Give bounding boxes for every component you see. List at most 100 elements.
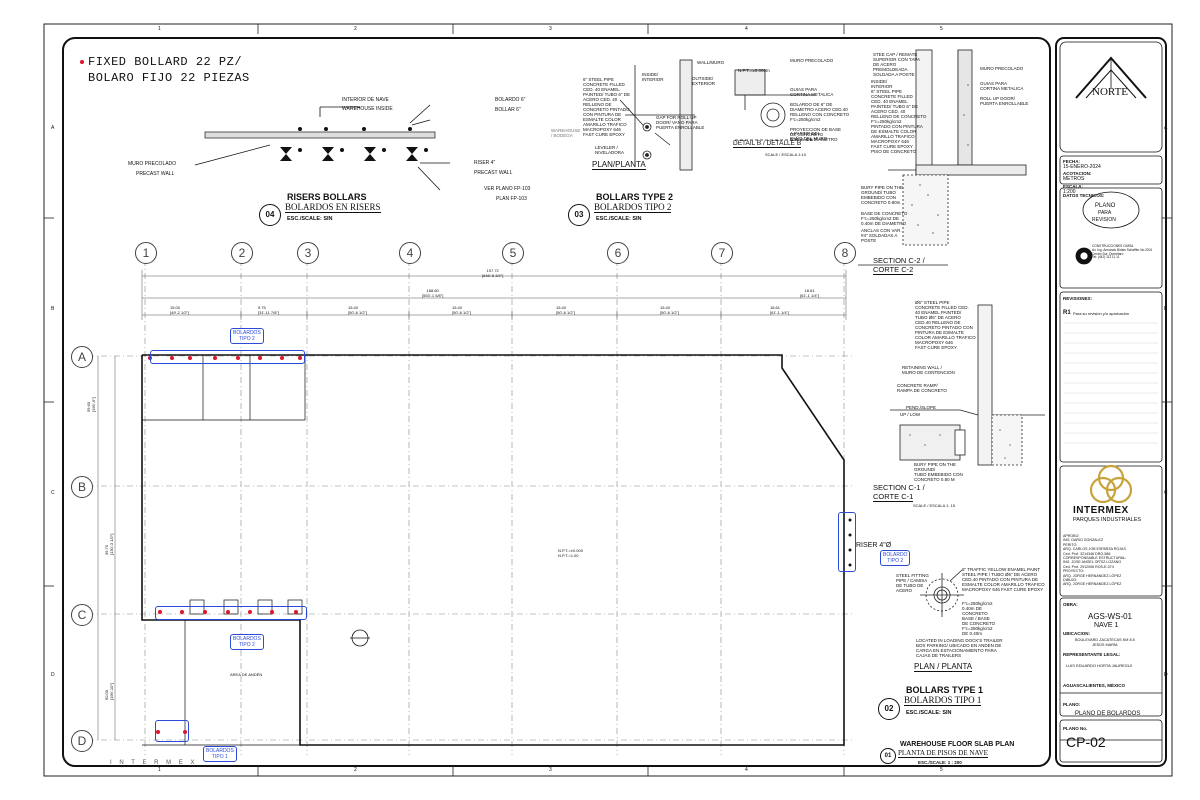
tb-ubic: BOULEVARD ZACATECAS KM 8.5 JESÚS MARÍA bbox=[1075, 638, 1135, 647]
c1-up: UP / LOW bbox=[900, 412, 921, 417]
tb-brand: INTERMEX bbox=[1073, 505, 1129, 516]
d03-inside: INSIDE/ INTERIOR bbox=[642, 72, 664, 82]
tb-obra-label: OBRA: bbox=[1063, 602, 1078, 607]
plan-col-6: 6 bbox=[607, 242, 629, 264]
c2-pipe: 6" STEEL PIPE CONCRETE FILLED CED. 40 EN… bbox=[871, 89, 927, 149]
grid-top-5: 5 bbox=[940, 26, 943, 32]
c1-title-1: SECTION C-1 / bbox=[873, 483, 925, 492]
riser-group bbox=[838, 512, 856, 572]
tb-acot-label: ACOTACION: bbox=[1063, 171, 1092, 176]
grid-side-d-right: D bbox=[1164, 672, 1168, 678]
footer-brand: I N T E R M E X bbox=[110, 760, 198, 766]
d02-fitting: STEEL FITTING PIPE / CAMISA DE TUBO DE A… bbox=[896, 573, 929, 593]
d03-detailB-top: MURO PRECOLADO bbox=[790, 58, 834, 63]
plan-office: AREA DE ANDÉN bbox=[230, 672, 263, 677]
d04-bollard-es: BOLARDO 6" bbox=[495, 97, 526, 103]
detail-03-scale: ESC./SCALE: SIN bbox=[596, 216, 642, 222]
tb-plano: PLANO DE BOLARDOS bbox=[1075, 711, 1141, 717]
c2-bury: BURY PIPE ON THE GROUND/ TUBO EMBEBIDO C… bbox=[861, 185, 904, 205]
red-dot-marker bbox=[80, 60, 84, 64]
d02-base: F'c=250kg/cm2 0.40m DE CONCRETO BASE / B… bbox=[962, 601, 996, 636]
header-note-line1: FIXED BOLLARD 22 PZ/ bbox=[88, 55, 243, 69]
plan-dim-right: 18.61 [61'-1 1/4"] bbox=[800, 288, 820, 298]
c2-title-2: CORTE C-2 bbox=[873, 265, 914, 275]
d04-ref-en: VER PLANO FP-103 bbox=[484, 186, 531, 192]
detail-03-title-en: BOLLARS TYPE 2 bbox=[596, 192, 674, 202]
tb-people: APROBO: ING. DARIO GONZALEZ PERITO: ARQ.… bbox=[1063, 534, 1127, 587]
d04-riser: RISER 4" bbox=[474, 160, 496, 166]
tb-obra2: NAVE 1 bbox=[1094, 622, 1119, 629]
tb-datos: DATOS TECNICOS: bbox=[1063, 193, 1105, 198]
tb-escala: 1:200 bbox=[1063, 189, 1076, 195]
grid-bottom-4: 4 bbox=[745, 767, 748, 773]
grid-side-c: C bbox=[51, 490, 55, 496]
plan-rowdim-2: 39.70 [130'-3 1/2"] bbox=[104, 533, 114, 555]
tb-rep-label: REPRESENTANTE LEGAL: bbox=[1063, 652, 1121, 657]
callout-bollards-type2-c: BOLARDOS TIPO 2 bbox=[230, 634, 264, 650]
plan-bay-4: 15.40 [50'-6 1/2"] bbox=[452, 305, 472, 315]
detail-04-scale: ESC./SCALE: SIN bbox=[287, 216, 333, 222]
callout-bollard-type2-riser: BOLARDO TIPO 2 bbox=[880, 550, 911, 566]
plan-level: N.P.T.=±0.000 N.P.T.=1.00 bbox=[558, 548, 583, 558]
c2-title-1: SECTION C-2 / bbox=[873, 256, 925, 265]
d04-wall-en: PRECAST WALL bbox=[136, 171, 175, 177]
callout-bollards-type2-a: BOLARDOS TIPO 2 bbox=[230, 328, 264, 344]
grid-bottom-2: 2 bbox=[354, 767, 357, 773]
tb-rev-no: R1 bbox=[1063, 310, 1071, 316]
floor-plan-drawing bbox=[88, 260, 855, 755]
plan-rowdim-3: 60.00 [196'-10"] bbox=[104, 683, 114, 700]
c1-pend: PEND./SLOPE bbox=[906, 405, 937, 410]
plan-dim-total: 197.72 [648'-8 3/4"] bbox=[482, 268, 504, 278]
plan-riser: RISER 4"Ø bbox=[856, 542, 892, 549]
tb-rep: LUIS EDUARDO HORTA JAUREGUI bbox=[1066, 663, 1132, 668]
c1-pipe: Ø6" STEEL PIPE CONCRETE FILLED CED. 40 E… bbox=[915, 300, 976, 350]
c1-scale: SCALE / ESCALA 1: 15 bbox=[913, 503, 956, 508]
detail-04-title-es: BOLARDOS EN RISERS bbox=[285, 202, 381, 213]
header-note-line2: BOLARO FIJO 22 PIEZAS bbox=[88, 71, 250, 85]
plan-bay-7: 18.61 [61'-1 1/4"] bbox=[770, 305, 790, 315]
plan-bay-6: 15.40 [50'-6 1/2"] bbox=[660, 305, 680, 315]
plan-col-2: 2 bbox=[231, 242, 253, 264]
bollard-group-d bbox=[155, 720, 189, 742]
d03-warehouse: WAREHOUSE / BODEGA bbox=[551, 128, 581, 138]
tb-company-small: CONSTRUCCIONES CIMSA Av. Ing. Armando Bi… bbox=[1092, 244, 1153, 260]
bollard-group-a bbox=[150, 350, 305, 364]
plan-row-c: C bbox=[71, 604, 93, 626]
d04-wall-es: MURO PRECOLADO bbox=[128, 161, 177, 167]
c2-right-notes: MURO PRECOLADO GUIAS PARA CORTINA METALI… bbox=[980, 66, 1029, 106]
grid-side-d: D bbox=[51, 672, 55, 678]
detail-04-number: 04 bbox=[259, 204, 281, 226]
detail-04-drawing bbox=[194, 104, 450, 191]
plan-bay-1: 15.00 [49'-2 1/2"] bbox=[170, 305, 190, 315]
tb-rev-text: Para su revisión y/o aprobación bbox=[1073, 311, 1130, 316]
bollard-group-c bbox=[155, 606, 307, 620]
plan-row-a: A bbox=[71, 346, 93, 368]
detail-03-number: 03 bbox=[568, 204, 590, 226]
plan-bay-3: 15.40 [50'-6 1/2"] bbox=[348, 305, 368, 315]
c2-notes-top: STEE CAP / REMATE SUPERIOR CON TAPA DE A… bbox=[873, 52, 921, 77]
plan-dim-sub: 168.60 [553'-1 5/8"] bbox=[422, 288, 444, 298]
grid-side-c-right: C bbox=[1164, 490, 1168, 496]
d03-detailB-notes: GUIAS PARA CORTINA METALICA BOLARDO DE 6… bbox=[790, 87, 850, 142]
d04-interior-en: WAREHOUSE INSIDE bbox=[342, 106, 393, 112]
d03-outside: OUTSIDE/ EXTERIOR bbox=[692, 76, 716, 86]
tb-plano-label: PLANO: bbox=[1063, 702, 1081, 707]
d03-detailB-base: A PARTIR DEL PAÑO DEL MURO bbox=[790, 131, 828, 141]
plan-col-4: 4 bbox=[399, 242, 421, 264]
d03-detailB-scale: SCALE / ESCALA 1:10 bbox=[765, 152, 806, 157]
detail-02-scale: ESC./SCALE: SIN bbox=[906, 710, 952, 716]
tb-brand-sub: PARQUES INDUSTRIALES bbox=[1073, 517, 1142, 523]
detail-02-title-en: BOLLARS TYPE 1 bbox=[906, 685, 984, 695]
d04-bollard-en: BOLLAR 6" bbox=[495, 107, 521, 113]
grid-side-b: B bbox=[51, 306, 55, 312]
detail-03-title-es: BOLARDOS TIPO 2 bbox=[594, 202, 672, 213]
c1-title-2: CORTE C-1 bbox=[873, 492, 914, 502]
d03-pipe-note: 6" STEEL PIPE CONCRETE FILLED CED. 40 EN… bbox=[583, 77, 630, 137]
plan-01-title-en: WAREHOUSE FLOOR SLAB PLAN bbox=[900, 741, 1015, 748]
detail-02-number: 02 bbox=[878, 698, 900, 720]
plan-bay-2: 9.75 [31'-11 7/8"] bbox=[258, 305, 280, 315]
c1-bury: BURY PIPE ON THE GROUND/ TUBO EMBEBIDO C… bbox=[914, 462, 963, 482]
titleblock-frame bbox=[1059, 41, 1163, 763]
tb-city: AGUASCALIENTES, MÉXICO bbox=[1063, 683, 1126, 688]
